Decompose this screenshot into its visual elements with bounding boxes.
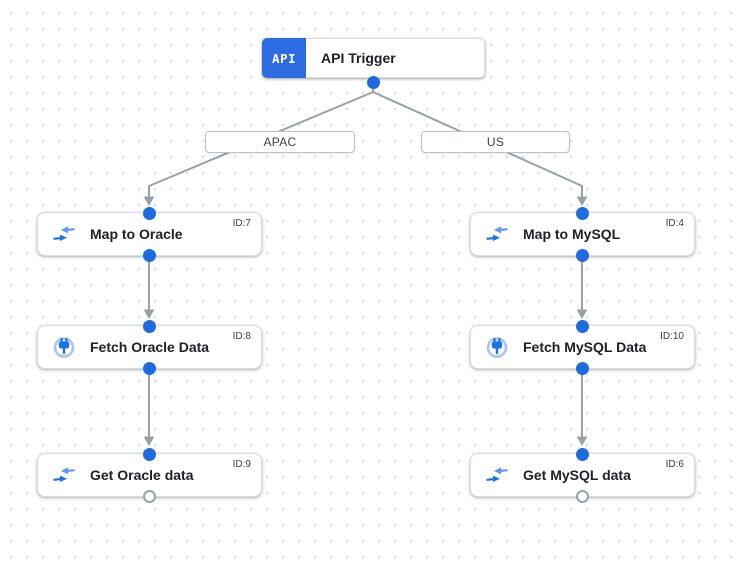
input-port[interactable] <box>143 447 156 461</box>
output-port[interactable] <box>576 361 589 375</box>
connector-icon <box>51 334 77 360</box>
node-id-label: ID:6 <box>665 459 684 470</box>
data-mapping-icon <box>484 221 510 247</box>
output-port[interactable] <box>576 248 589 262</box>
node-id-label: ID:9 <box>232 459 251 470</box>
branch-label-us[interactable]: US <box>421 131 570 153</box>
arrowhead <box>576 436 588 446</box>
data-mapping-icon <box>51 462 77 488</box>
output-port-open[interactable] <box>576 489 589 503</box>
arrowhead <box>143 309 155 319</box>
node-label: Fetch Oracle Data <box>90 339 210 355</box>
input-port[interactable] <box>576 447 589 461</box>
output-port[interactable] <box>143 248 156 262</box>
connector-icon <box>484 334 510 360</box>
input-port[interactable] <box>143 206 156 220</box>
arrowhead <box>576 309 588 319</box>
api-badge: API <box>262 38 306 78</box>
arrowhead <box>576 196 588 206</box>
output-port-open[interactable] <box>143 489 156 503</box>
node-id-label: ID:7 <box>232 218 251 229</box>
node-label: Map to Oracle <box>90 226 183 242</box>
node-label: Fetch MySQL Data <box>523 339 647 355</box>
trigger-output-port[interactable] <box>367 76 380 89</box>
output-port[interactable] <box>143 361 156 375</box>
input-port[interactable] <box>143 319 156 333</box>
node-id-label: ID:4 <box>665 218 684 229</box>
node-label: Get MySQL data <box>523 467 631 483</box>
task-node-map-to-mysql[interactable]: ID:4 Map to MySQL <box>470 206 695 262</box>
input-port[interactable] <box>576 206 589 220</box>
arrowhead <box>143 196 155 206</box>
task-node-get-oracle-data[interactable]: ID:9 Get Oracle data <box>37 447 262 503</box>
branch-label-text: US <box>486 135 505 149</box>
api-trigger-node[interactable]: API API Trigger <box>262 38 485 89</box>
node-id-label: ID:10 <box>660 331 684 342</box>
task-node-get-mysql-data[interactable]: ID:6 Get MySQL data <box>470 447 695 503</box>
task-node-fetch-mysql-data[interactable]: ID:10 Fetch MySQL Data <box>470 319 695 375</box>
node-label: Get Oracle data <box>90 467 194 483</box>
task-node-fetch-oracle-data[interactable]: ID:8 Fetch Oracle Data <box>37 319 262 375</box>
task-node-map-to-oracle[interactable]: ID:7 Map to Oracle <box>37 206 262 262</box>
node-label: Map to MySQL <box>523 226 621 242</box>
data-mapping-icon <box>51 221 77 247</box>
branch-label-text: APAC <box>263 135 297 149</box>
branch-label-apac[interactable]: APAC <box>205 131 355 153</box>
arrowhead <box>143 436 155 446</box>
data-mapping-icon <box>484 462 510 488</box>
node-id-label: ID:8 <box>232 331 251 342</box>
trigger-label: API Trigger <box>321 50 396 66</box>
input-port[interactable] <box>576 319 589 333</box>
